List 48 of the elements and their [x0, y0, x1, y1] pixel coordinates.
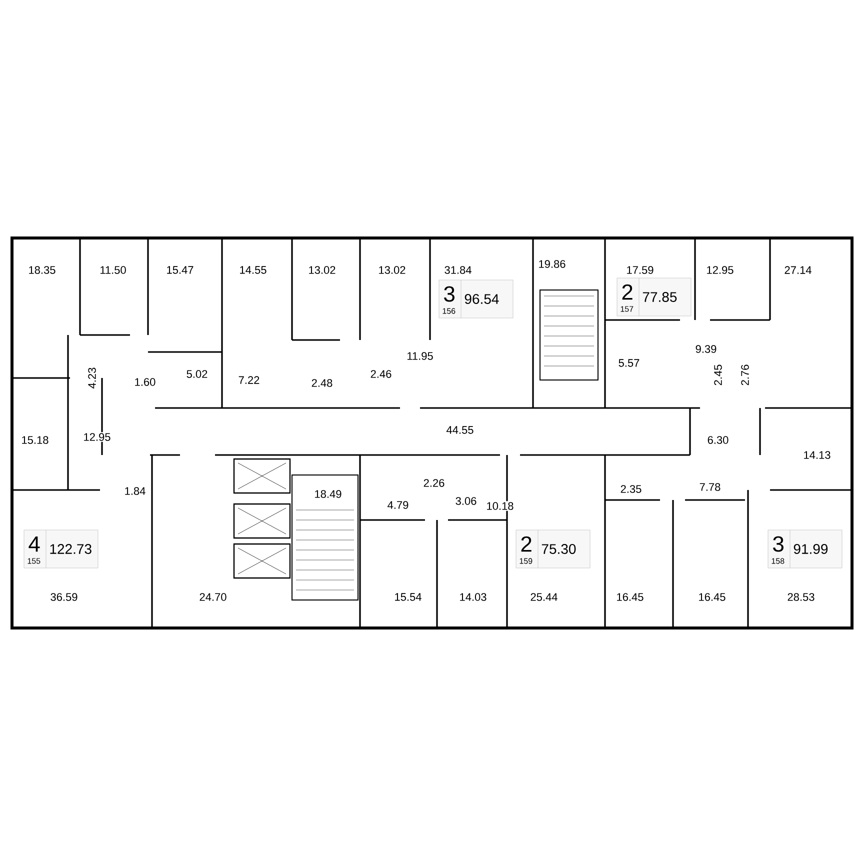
room-area: 19.86: [537, 259, 567, 269]
room-area: 11.95: [406, 351, 434, 361]
room-area: 7.78: [698, 482, 722, 492]
room-area: 24.70: [198, 592, 228, 602]
room-area: 2.26: [422, 478, 446, 488]
room-area: 4.79: [386, 500, 410, 510]
room-area: 16.45: [615, 592, 645, 602]
room-area: 12.95: [82, 432, 112, 442]
apartment-badge: 2 77.85 157: [616, 278, 692, 316]
room-area: 12.95: [705, 265, 735, 275]
room-area: 13.02: [377, 265, 407, 275]
room-area: 16.45: [697, 592, 727, 602]
room-area: 10.18: [485, 501, 515, 511]
room-area: 18.49: [313, 489, 343, 499]
apartment-badge: 2 75.30 159: [516, 530, 590, 568]
room-area: 18.35: [27, 265, 57, 275]
apartment-badge: 4 122.73 155: [24, 530, 98, 568]
room-area: 14.03: [458, 592, 488, 602]
room-area: 15.18: [20, 435, 50, 445]
room-area: 3.06: [454, 496, 478, 506]
room-area: 2.45: [713, 363, 723, 387]
room-area: 31.84: [443, 265, 473, 275]
room-area: 17.59: [625, 265, 655, 275]
room-area: 7.22: [237, 375, 261, 385]
room-area: 15.54: [393, 592, 423, 602]
room-area: 5.57: [617, 358, 641, 368]
room-area: 2.35: [619, 484, 643, 494]
room-area: 2.48: [310, 378, 334, 388]
apartment-badge: 3 91.99 158: [768, 530, 842, 568]
room-area: 1.84: [123, 486, 147, 496]
room-area: 44.55: [445, 425, 475, 435]
room-area: 9.39: [694, 344, 718, 354]
room-area: 13.02: [307, 265, 337, 275]
room-area: 1.60: [133, 377, 157, 387]
apartment-badge: 3 96.54 156: [438, 280, 514, 318]
room-area: 14.13: [802, 450, 832, 460]
room-area: 36.59: [49, 592, 79, 602]
room-area: 2.46: [369, 369, 393, 379]
room-area: 5.02: [185, 369, 209, 379]
room-area: 27.14: [783, 265, 813, 275]
room-area: 11.50: [98, 265, 128, 275]
room-area: 25.44: [529, 592, 559, 602]
room-area: 6.30: [706, 435, 730, 445]
room-area: 2.76: [740, 363, 750, 387]
room-area: 28.53: [786, 592, 816, 602]
room-area: 14.55: [238, 265, 268, 275]
room-area: 4.23: [87, 366, 97, 390]
room-area: 15.47: [165, 265, 195, 275]
